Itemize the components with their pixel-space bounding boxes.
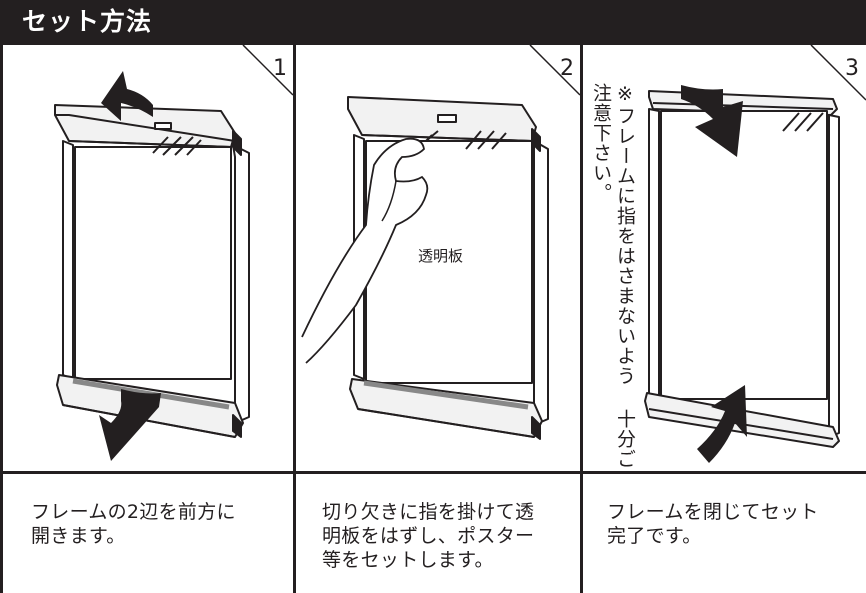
step-panel-2: 透明板 2 切り欠きに指を掛けて透 明板をはずし、ポスター 等をセットします。	[296, 45, 580, 593]
hand-icon	[301, 137, 429, 364]
step-1-illustration	[54, 45, 293, 461]
step-2-illustration	[301, 45, 580, 440]
transparent-board-label: 透明板	[418, 247, 464, 265]
title-bar: セット方法	[0, 0, 866, 45]
panel-border-left	[0, 45, 3, 593]
step-caption-2: 切り欠きに指を掛けて透 明板をはずし、ポスター 等をセットします。	[322, 501, 535, 571]
arrow-close-down-icon	[681, 85, 743, 157]
step-panel-3: ※フレームに指をはさまないよう 十分ご注意下さい。 3 フレームを閉じてセット …	[583, 45, 866, 593]
arrow-close-up-icon	[697, 385, 747, 463]
step-number-1: 1	[273, 56, 287, 81]
page-title: セット方法	[22, 7, 153, 36]
step-3-illustration	[644, 45, 866, 463]
panel-divider-1	[293, 45, 296, 593]
caption-divider	[0, 471, 866, 474]
step-panel-1: 1 フレームの2辺を前方に 開きます。	[3, 45, 293, 593]
step-caption-1: フレームの2辺を前方に 開きます。	[31, 501, 236, 547]
step-number-2: 2	[560, 56, 574, 81]
step-number-3: 3	[845, 56, 859, 81]
arrow-open-up-icon	[101, 71, 153, 121]
arrow-open-down-icon	[99, 389, 161, 461]
step-caption-3: フレームを閉じてセット 完了です。	[607, 501, 819, 547]
panel-divider-2	[580, 45, 583, 593]
caution-note: ※フレームに指をはさまないよう 十分ご注意下さい。	[590, 83, 636, 469]
